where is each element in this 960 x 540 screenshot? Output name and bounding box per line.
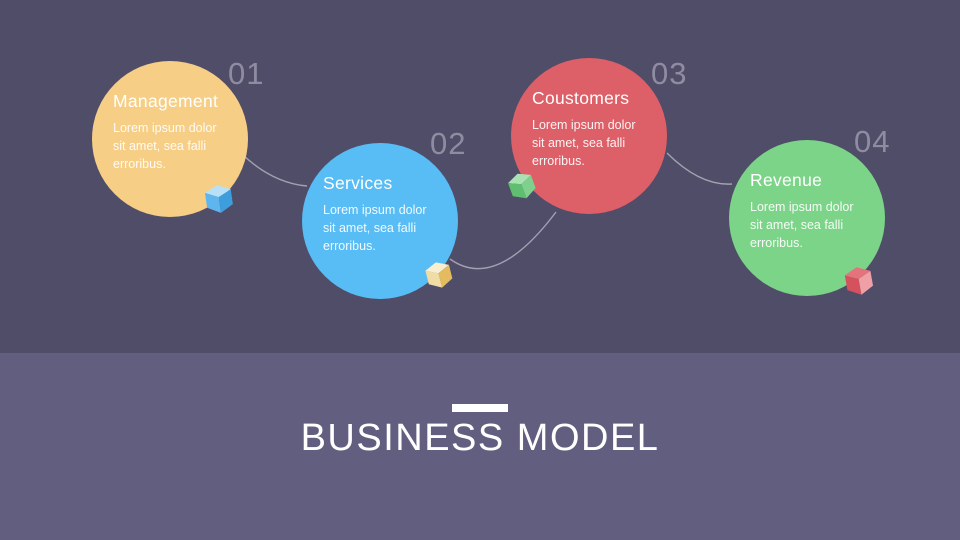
step-description: Lorem ipsum dolor sit amet, sea falli er… bbox=[532, 118, 636, 169]
slide-title: BUSINESS MODEL bbox=[300, 417, 660, 459]
step-number: 02 bbox=[430, 126, 467, 161]
red-cube-icon bbox=[844, 267, 874, 295]
step-number: 01 bbox=[228, 56, 265, 91]
footer-band: BUSINESS MODEL bbox=[0, 353, 960, 540]
yellow-cube-icon bbox=[425, 262, 453, 288]
blue-cube-icon bbox=[205, 185, 233, 213]
step-title: Management bbox=[113, 91, 219, 111]
connector-1-2 bbox=[242, 154, 308, 187]
step-description: Lorem ipsum dolor sit amet, sea falli er… bbox=[113, 121, 217, 172]
connector-2-3 bbox=[449, 211, 557, 270]
diagram-area: 01 Management Lorem ipsum dolor sit amet… bbox=[92, 56, 891, 299]
step-title: Revenue bbox=[750, 170, 823, 190]
step-description: Lorem ipsum dolor sit amet, sea falli er… bbox=[323, 203, 427, 254]
step-circle-services: Services Lorem ipsum dolor sit amet, sea… bbox=[302, 143, 458, 299]
step-circle-customers: Coustomers Lorem ipsum dolor sit amet, s… bbox=[511, 58, 667, 214]
step-title: Services bbox=[323, 173, 393, 193]
step-title: Coustomers bbox=[532, 88, 630, 108]
green-cube-icon bbox=[508, 173, 536, 199]
connector-3-4 bbox=[666, 152, 733, 185]
title-accent-bar bbox=[452, 404, 508, 412]
step-number: 04 bbox=[854, 124, 891, 159]
step-number: 03 bbox=[651, 56, 688, 91]
step-description: Lorem ipsum dolor sit amet, sea falli er… bbox=[750, 200, 854, 251]
